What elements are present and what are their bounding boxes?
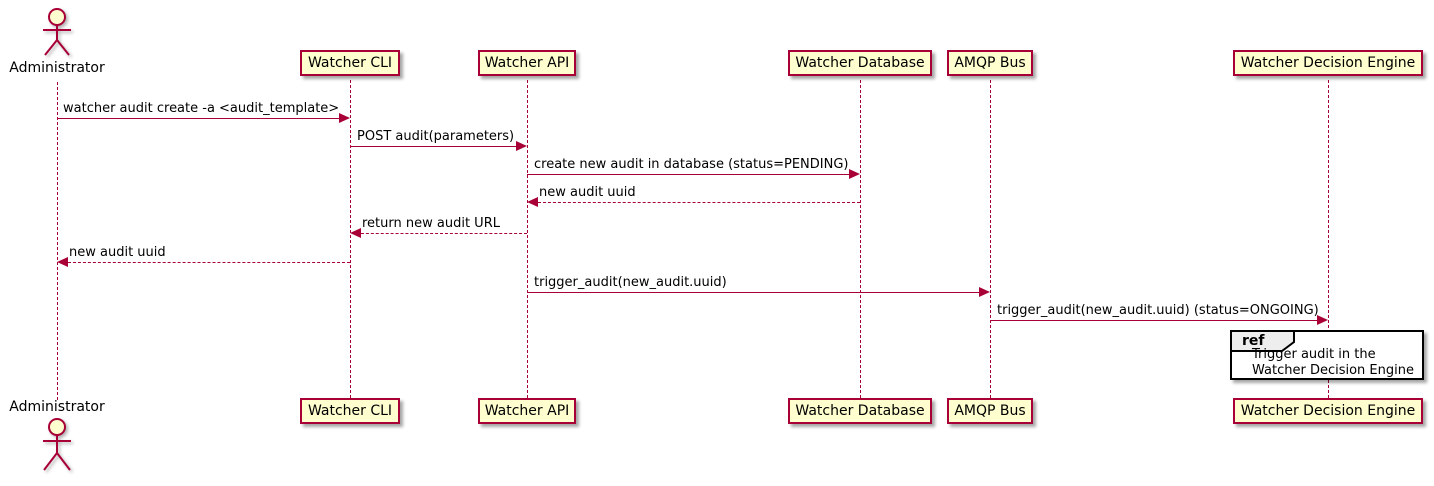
participant-watcher-cli-top: Watcher CLI	[300, 50, 400, 76]
participant-label: Watcher API	[484, 403, 570, 419]
participant-watcher-database-top: Watcher Database	[788, 50, 932, 76]
participant-label: Watcher Decision Engine	[1240, 403, 1416, 419]
participant-label: AMQP Bus	[954, 403, 1026, 419]
actor-icon	[43, 8, 71, 56]
participant-amqp-bus-top: AMQP Bus	[947, 50, 1033, 76]
participant-label: Watcher Database	[795, 403, 925, 419]
arrowhead-left-icon	[527, 197, 538, 207]
ref-fragment: ref Trigger audit in the Watcher Decisio…	[1230, 330, 1424, 380]
ref-header-pentagon	[1230, 330, 1295, 352]
participant-watcher-cli-bottom: Watcher CLI	[300, 398, 400, 424]
message-line	[57, 118, 344, 119]
participant-label: Watcher CLI	[307, 403, 393, 419]
arrowhead-right-icon	[979, 287, 990, 297]
ref-text-line: Trigger audit in the	[1252, 347, 1376, 362]
ref-text-line: Watcher Decision Engine	[1252, 363, 1414, 378]
message-line	[350, 146, 521, 147]
message-label: new audit uuid	[539, 185, 636, 200]
message-label: create new audit in database (status=PEN…	[534, 157, 849, 172]
message-label: POST audit(parameters)	[357, 129, 515, 144]
message-line	[527, 292, 984, 293]
arrowhead-left-icon	[57, 257, 68, 267]
participant-label: Watcher Decision Engine	[1240, 55, 1416, 71]
participant-label: AMQP Bus	[954, 55, 1026, 71]
arrowhead-right-icon	[1317, 315, 1328, 325]
lifeline-watcher-cli	[350, 80, 351, 398]
message-label: new audit uuid	[69, 245, 166, 260]
message-label: trigger_audit(new_audit.uuid) (status=ON…	[997, 303, 1319, 318]
actor-icon	[43, 418, 71, 471]
participant-watcher-decision-engine-top: Watcher Decision Engine	[1233, 50, 1423, 76]
message-line	[527, 174, 854, 175]
arrowhead-right-icon	[516, 141, 527, 151]
arrowhead-right-icon	[339, 113, 350, 123]
participant-label: Watcher CLI	[307, 55, 393, 71]
participant-watcher-api-bottom: Watcher API	[478, 398, 576, 424]
lifeline-watcher-api	[527, 80, 528, 398]
message-label: return new audit URL	[362, 216, 500, 231]
participant-label: Watcher API	[484, 55, 570, 71]
message-line	[990, 320, 1322, 321]
message-line	[356, 233, 527, 234]
lifeline-watcher-decision-engine	[1328, 80, 1329, 398]
lifeline-amqp-bus	[990, 80, 991, 398]
arrowhead-right-icon	[849, 169, 860, 179]
lifeline-watcher-database	[860, 80, 861, 398]
lifeline-administrator	[57, 82, 58, 400]
actor-label-bottom: Administrator	[9, 399, 105, 415]
ref-keyword: ref	[1242, 333, 1265, 349]
message-label: trigger_audit(new_audit.uuid)	[534, 275, 727, 290]
message-label: watcher audit create -a <audit_template>	[63, 101, 340, 116]
participant-label: Watcher Database	[795, 55, 925, 71]
participant-watcher-decision-engine-bottom: Watcher Decision Engine	[1233, 398, 1423, 424]
message-line	[63, 262, 350, 263]
arrowhead-left-icon	[350, 228, 361, 238]
participant-amqp-bus-bottom: AMQP Bus	[947, 398, 1033, 424]
message-line	[533, 202, 860, 203]
participant-watcher-api-top: Watcher API	[478, 50, 576, 76]
participant-watcher-database-bottom: Watcher Database	[788, 398, 932, 424]
actor-label-top: Administrator	[9, 60, 105, 76]
